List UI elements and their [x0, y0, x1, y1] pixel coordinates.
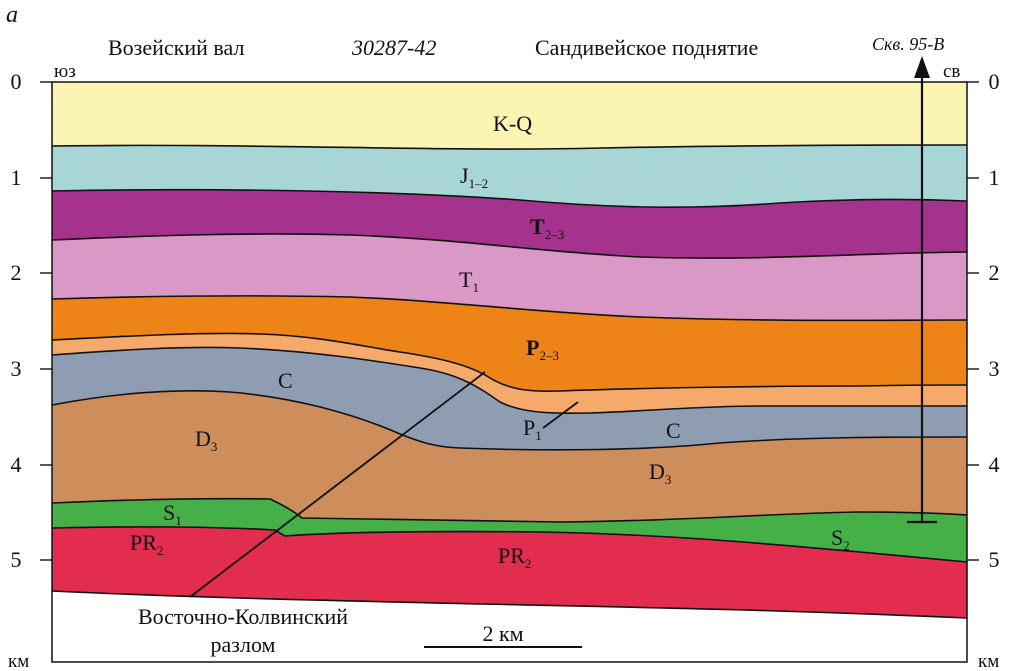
label-pr2-right: PR2 — [498, 543, 531, 571]
depth-axis-ticks — [40, 81, 979, 561]
depth-tick-2-right: 2 — [989, 260, 1000, 285]
layer-labels: K-Q J1–2 T2–3 T1 P2–3 C C P1 D3 D3 S1 S2 — [130, 111, 850, 571]
label-d3-right: D3 — [649, 459, 671, 487]
label-d3-left: D3 — [195, 426, 217, 454]
label-c-left: C — [278, 368, 293, 393]
fault-name-line-1: Восточно-Колвинский — [138, 604, 348, 629]
boundaries — [51, 144, 968, 619]
label-c-right: C — [666, 418, 681, 443]
depth-tick-1-right: 1 — [989, 165, 1000, 190]
header-profile-number: 30287-42 — [351, 35, 436, 60]
scale-bar: 2 км — [424, 621, 582, 648]
main-fault-line — [189, 371, 486, 598]
depth-tick-5-right: 5 — [989, 547, 1000, 572]
depth-labels-right: 0 1 2 3 4 5 — [989, 69, 1000, 572]
fault-name-line-2: разлом — [211, 632, 276, 657]
header-right-title: Сандивейское поднятие — [535, 35, 758, 60]
label-kq: K-Q — [493, 111, 532, 136]
header-left-title: Возейский вал — [108, 35, 244, 60]
label-t23: T2–3 — [530, 214, 564, 242]
secondary-fault-line — [542, 401, 579, 429]
depth-tick-4-right: 4 — [989, 452, 1000, 477]
depth-unit-left: км — [8, 651, 29, 671]
well-arrow-icon — [914, 56, 930, 78]
depth-unit-right: км — [978, 651, 999, 671]
depth-tick-5-left: 5 — [11, 547, 22, 572]
well-column — [907, 56, 937, 524]
depth-tick-3-right: 3 — [989, 356, 1000, 381]
direction-southwest: юз — [54, 61, 76, 82]
depth-tick-3-left: 3 — [11, 356, 22, 381]
depth-tick-1-left: 1 — [11, 165, 22, 190]
label-s1: S1 — [163, 500, 182, 528]
depth-tick-0-left: 0 — [11, 69, 22, 94]
label-t1: T1 — [459, 267, 479, 295]
direction-northeast: св — [943, 61, 960, 82]
depth-labels-left: 0 1 2 3 4 5 — [11, 69, 22, 572]
depth-tick-0-right: 0 — [989, 69, 1000, 94]
scale-bar-label: 2 км — [482, 621, 523, 646]
label-p1: P1 — [523, 415, 542, 443]
depth-tick-2-left: 2 — [11, 260, 22, 285]
label-p23: P2–3 — [526, 335, 559, 363]
depth-tick-4-left: 4 — [11, 452, 22, 477]
section-frame — [51, 81, 968, 663]
panel-label: а — [6, 2, 18, 28]
label-s2: S2 — [831, 525, 850, 553]
well-label: Скв. 95-В — [872, 34, 944, 54]
label-j12: J1–2 — [460, 163, 488, 191]
fault-lines — [189, 371, 579, 598]
fault-label-backdrop — [108, 603, 384, 659]
label-pr2-left: PR2 — [130, 530, 163, 558]
strata — [52, 82, 967, 663]
